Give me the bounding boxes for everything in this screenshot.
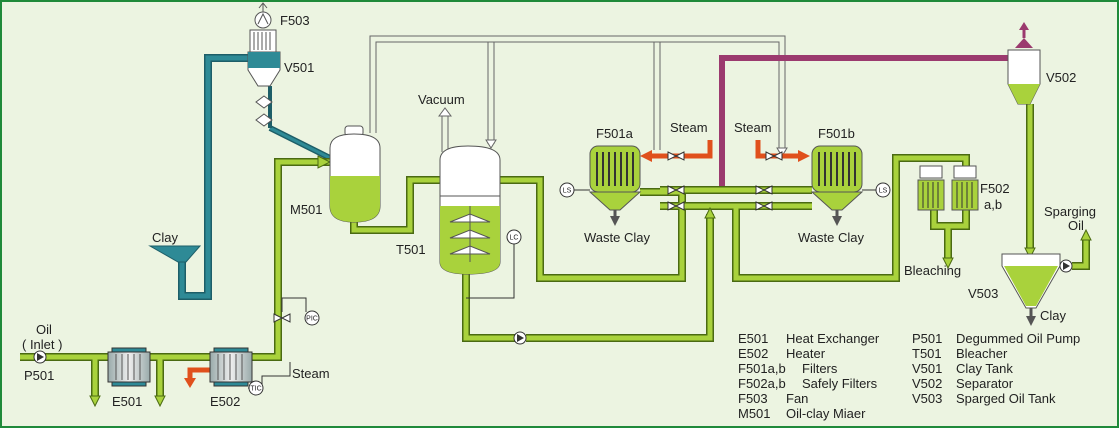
clay-tank-to-mixer xyxy=(268,86,332,161)
legend-code: F503 xyxy=(738,391,768,406)
instrument-tic: TIC xyxy=(248,380,264,396)
label-f501a: F501a xyxy=(596,126,634,141)
legend-right: P501 Degummed Oil Pump T501 Bleacher V50… xyxy=(912,331,1080,406)
legend-desc: Heat Exchanger xyxy=(786,331,880,346)
legend-code: V502 xyxy=(912,376,942,391)
legend-code: E501 xyxy=(738,331,768,346)
bleacher-t501 xyxy=(439,145,501,275)
label-v502: V502 xyxy=(1046,70,1076,85)
legend-code: V503 xyxy=(912,391,942,406)
legend-desc: Separator xyxy=(956,376,1014,391)
safety-filter-f502a xyxy=(917,165,945,211)
pic-label: PIC xyxy=(306,316,318,323)
label-steam-e502: Steam xyxy=(292,366,330,381)
legend-code: M501 xyxy=(738,406,771,421)
heat-exchanger-e501 xyxy=(107,347,151,387)
clay-hopper xyxy=(148,245,202,263)
label-clay-out: Clay xyxy=(1040,308,1067,323)
legend-left: E501 Heat Exchanger E502 Heater F501a,b … xyxy=(738,331,880,421)
vacuum-lines xyxy=(369,35,786,152)
legend-code: F501a,b xyxy=(738,361,786,376)
legend-desc: Degummed Oil Pump xyxy=(956,331,1080,346)
legend-code: T501 xyxy=(912,346,942,361)
instrument-lc: LC xyxy=(506,229,522,245)
clay-tank-v501 xyxy=(247,51,281,127)
safety-filter-f502b xyxy=(951,165,979,211)
legend-desc: Fan xyxy=(786,391,808,406)
filter-f501b xyxy=(810,145,864,226)
mixer-m501 xyxy=(329,125,381,223)
valves xyxy=(273,151,783,323)
filter-f501a xyxy=(588,145,642,226)
legend-code: E502 xyxy=(738,346,768,361)
label-waste-clay-a: Waste Clay xyxy=(584,230,650,245)
instrument-pic: PIC xyxy=(304,310,320,326)
label-t501: T501 xyxy=(396,242,426,257)
separator-v502 xyxy=(1007,22,1041,105)
label-waste-clay-b: Waste Clay xyxy=(798,230,864,245)
ls-a-label: LS xyxy=(563,188,572,195)
sparged-oil-tank-v503 xyxy=(1001,253,1061,326)
legend-code: V501 xyxy=(912,361,942,376)
fan-f503 xyxy=(249,2,277,53)
legend-desc: Clay Tank xyxy=(956,361,1013,376)
clay-feed-line xyxy=(178,54,248,300)
legend-desc: Sparged Oil Tank xyxy=(956,391,1056,406)
label-f503: F503 xyxy=(280,13,310,28)
legend-desc: Filters xyxy=(802,361,838,376)
label-sparging-2: Oil xyxy=(1068,218,1084,233)
legend-code: P501 xyxy=(912,331,942,346)
label-f501b: F501b xyxy=(818,126,855,141)
tic-label: TIC xyxy=(250,386,261,393)
label-e501: E501 xyxy=(112,394,142,409)
vacuum-outlet xyxy=(438,107,452,152)
label-bleaching: Bleaching xyxy=(904,263,961,278)
label-sparging-1: Sparging xyxy=(1044,204,1096,219)
label-f502-sub: a,b xyxy=(984,197,1002,212)
label-oil: Oil xyxy=(36,322,52,337)
ls-b-label: LS xyxy=(879,188,888,195)
instrument-ls-b: LS xyxy=(875,182,891,198)
label-e502: E502 xyxy=(210,394,240,409)
label-inlet: ( Inlet ) xyxy=(22,337,62,352)
label-p501: P501 xyxy=(24,368,54,383)
pumps xyxy=(33,259,1073,364)
label-m501: M501 xyxy=(290,202,323,217)
heater-e502 xyxy=(209,347,253,387)
lc-label: LC xyxy=(510,235,519,242)
legend-desc: Safely Filters xyxy=(802,376,878,391)
label-v501: V501 xyxy=(284,60,314,75)
label-steam-a: Steam xyxy=(670,120,708,135)
label-v503: V503 xyxy=(968,286,998,301)
legend-desc: Heater xyxy=(786,346,826,361)
instrument-ls-a: LS xyxy=(559,182,575,198)
legend-code: F502a,b xyxy=(738,376,786,391)
label-clay-in: Clay xyxy=(152,230,179,245)
legend-desc: Bleacher xyxy=(956,346,1008,361)
label-vacuum: Vacuum xyxy=(418,92,465,107)
label-f502: F502 xyxy=(980,181,1010,196)
vapor-line xyxy=(719,55,1015,186)
legend-desc: Oil-clay Miaer xyxy=(786,406,866,421)
oil-arrowheads xyxy=(89,155,1092,408)
label-steam-b: Steam xyxy=(734,120,772,135)
